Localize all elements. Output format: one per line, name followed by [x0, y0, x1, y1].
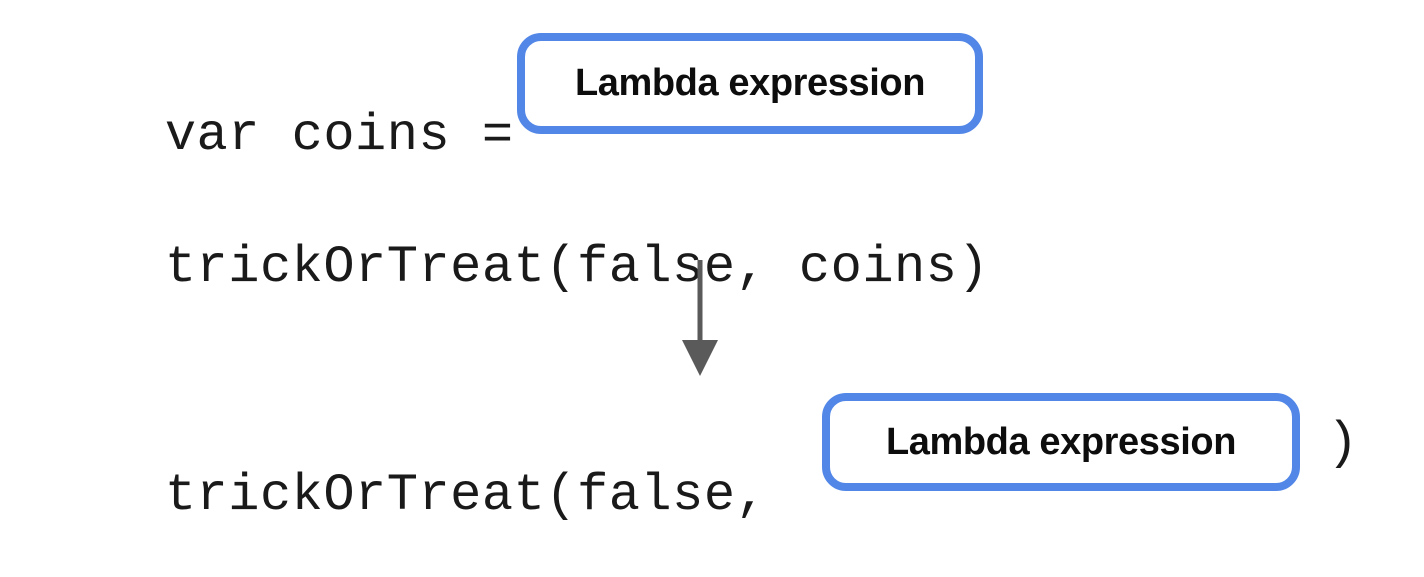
code-text-trick-or-treat-call: trickOrTreat(false, coins)	[164, 238, 990, 297]
code-text-closing-paren: )	[1327, 414, 1359, 473]
code-text-var-coins-assign: var coins =	[164, 106, 546, 165]
diagram-canvas: var coins = Lambda expression trickOrTre…	[38, 33, 1359, 522]
code-line-call-after: trickOrTreat(false,	[38, 418, 799, 574]
lambda-chip-label: Lambda expression	[574, 62, 926, 104]
arrow-down-icon	[682, 260, 718, 376]
code-text-trick-or-treat-call-prefix: trickOrTreat(false,	[164, 466, 799, 525]
lambda-chip-label: Lambda expression	[885, 420, 1237, 463]
lambda-expression-chip-argument[interactable]: Lambda expression	[822, 393, 1300, 491]
code-line-declaration: var coins =	[38, 58, 545, 214]
code-line-call-before: trickOrTreat(false, coins)	[38, 190, 989, 346]
lambda-expression-chip-declaration[interactable]: Lambda expression	[517, 33, 983, 134]
